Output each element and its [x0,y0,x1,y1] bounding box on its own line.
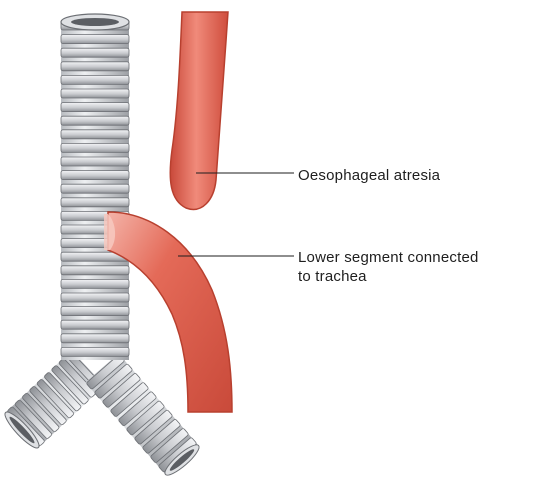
upper-oesophageal-pouch [170,12,228,209]
tracheal-ring [61,35,129,44]
tracheal-ring [61,347,129,356]
tracheal-ring [61,171,129,180]
label-lower-segment-line2: to trachea [298,267,479,286]
tracheal-ring [61,266,129,275]
tracheal-ring [61,143,129,152]
tracheal-ring [61,198,129,207]
label-oesophageal-atresia: Oesophageal atresia [298,166,440,185]
right-bronchus [85,354,202,479]
label-lower-segment: Lower segment connected to trachea [298,248,479,286]
tracheal-ring [61,103,129,112]
tracheal-ring [61,75,129,84]
tracheal-ring [61,320,129,329]
trachea-lumen [71,18,119,26]
tracheal-ring [61,293,129,302]
tracheal-ring [61,307,129,316]
tracheal-ring [61,89,129,98]
tracheal-ring [61,130,129,139]
tracheal-ring [61,62,129,71]
tracheal-ring [61,184,129,193]
tracheal-ring [61,48,129,57]
tracheal-ring [61,334,129,343]
tracheal-ring [61,157,129,166]
tracheal-ring [61,279,129,288]
left-bronchus [1,351,104,452]
tracheal-ring [61,116,129,125]
trachea [61,14,129,360]
label-lower-segment-line1: Lower segment connected [298,248,479,267]
